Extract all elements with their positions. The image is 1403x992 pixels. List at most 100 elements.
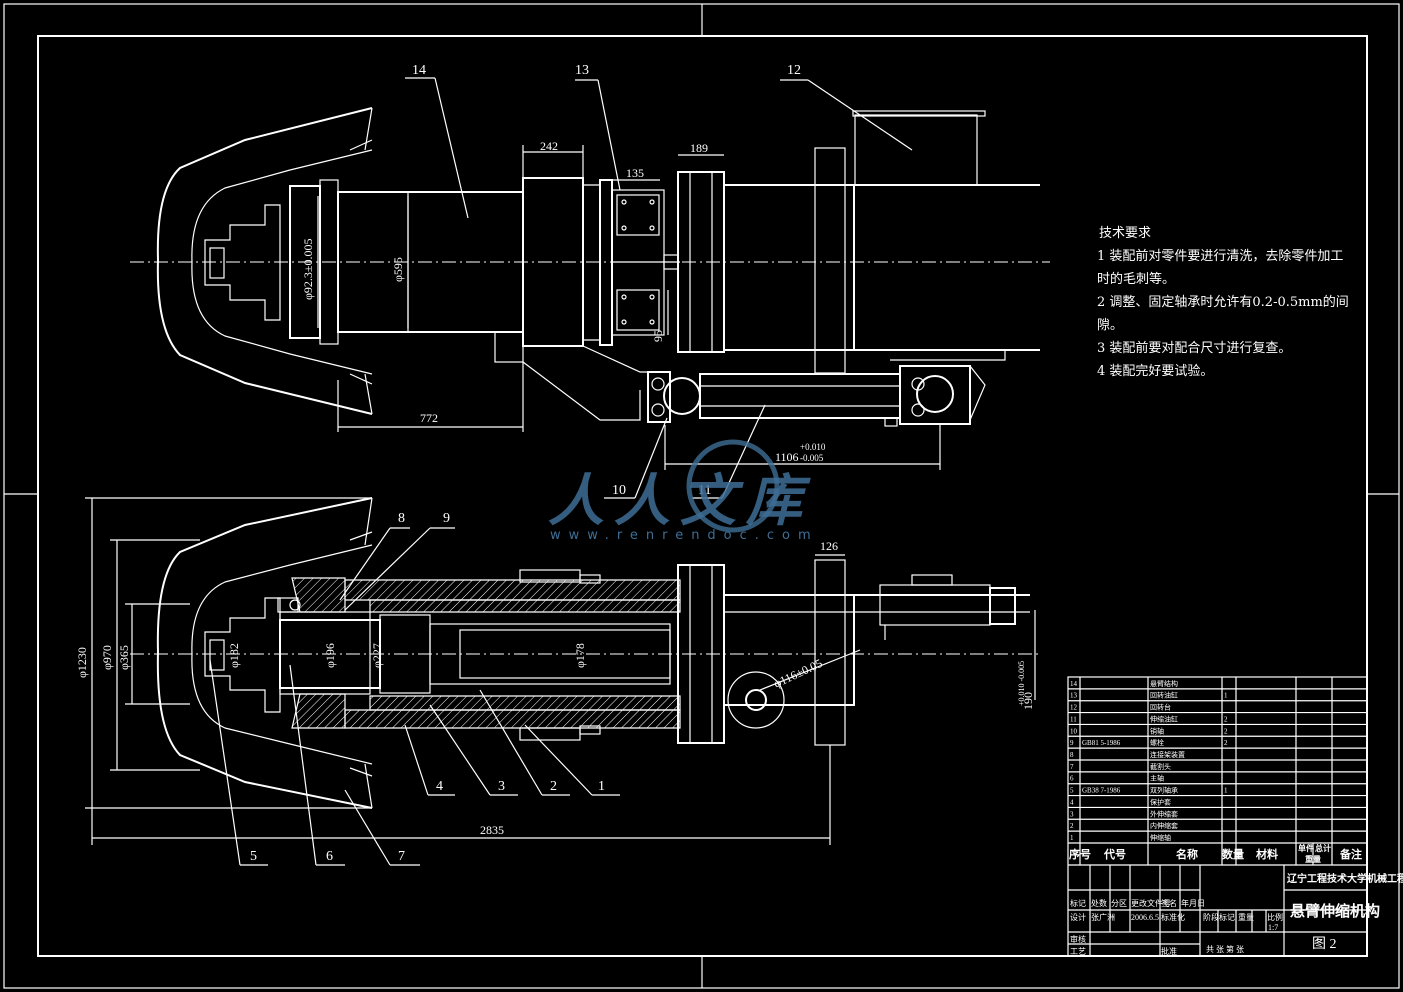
tb-approve: 批准 [1161, 946, 1177, 956]
tb-ratio: 比例 [1267, 912, 1283, 922]
tech-item: 4 装配完好要试验。 [1097, 364, 1214, 379]
bom-cell-no: 12 [1070, 704, 1078, 712]
bom-header-w2: 总计 [1315, 843, 1331, 853]
dim-phi1230: φ1230 [75, 647, 89, 678]
bom-cell-name: 伸缩轴 [1150, 833, 1171, 842]
bom-cell-name: 外伸缩套 [1150, 809, 1178, 818]
dim-190: 190 [1021, 692, 1035, 710]
part-label-1: 1 [598, 779, 605, 794]
bom-cell-no: 5 [1070, 787, 1074, 795]
bom-cell-qty: 1 [1224, 787, 1228, 795]
bom-cell-code: GB38 7-1986 [1082, 787, 1121, 795]
dim-phi116: φ116±0.05 [771, 656, 824, 691]
tb-design: 设计 [1070, 912, 1086, 922]
dim-135: 135 [626, 166, 644, 180]
part-label-5: 5 [250, 849, 257, 864]
part-label-12: 12 [787, 63, 801, 78]
dim-phi227: φ227 [370, 643, 384, 668]
part-label-13: 13 [575, 63, 589, 78]
bom-cell-no: 10 [1070, 727, 1078, 735]
bom-cell-name: 双列轴承 [1150, 786, 1178, 795]
dim-1106-tol-up: +0.010 [800, 442, 826, 452]
part-label-2: 2 [550, 779, 557, 794]
dim-phi595: φ595 [391, 257, 405, 282]
bom-header-w1: 单件 [1298, 843, 1314, 853]
tb-count: 处数 [1091, 898, 1107, 908]
tb-drawing-title: 悬臂伸缩机构 [1290, 902, 1380, 920]
bom-cell-no: 13 [1070, 692, 1078, 700]
tb-designer: 张广洲 [1091, 912, 1115, 922]
tb-date: 年月日 [1181, 898, 1205, 908]
tb-sheets: 共 张 第 张 [1206, 944, 1244, 954]
tb-sign: 签名 [1161, 898, 1177, 908]
part-label-3: 3 [498, 779, 505, 794]
tb-change-doc: 更改文件号 [1131, 898, 1171, 908]
bom-cell-no: 14 [1070, 680, 1078, 688]
bom-cell-name: 内伸缩套 [1150, 821, 1178, 830]
bom-cell-name: 伸缩油缸 [1150, 714, 1178, 723]
bom-cell-name: 销轴 [1150, 726, 1164, 735]
dim-phi196: φ196 [323, 643, 337, 668]
bom-cell-qty: 2 [1224, 715, 1228, 723]
bom-cell-no: 4 [1070, 798, 1074, 806]
bom-header-no: 序号 [1069, 847, 1091, 861]
bom-table [1067, 676, 1368, 957]
tech-item: 隙。 [1097, 318, 1124, 333]
dim-1106: 1106 [775, 450, 799, 464]
tb-school: 辽宁工程技术大学机械工程学院 [1287, 872, 1403, 885]
bom-cell-qty: 2 [1224, 739, 1228, 747]
bom-cell-no: 11 [1070, 715, 1077, 723]
dim-190-tol: +0.010 -0.005 [1017, 661, 1026, 706]
bom-cell-name: 悬臂结构 [1150, 679, 1178, 688]
bom-cell-no: 1 [1070, 834, 1074, 842]
part-label-10: 10 [612, 483, 626, 498]
part-label-7: 7 [398, 849, 405, 864]
tech-title: 技术要求 [1099, 226, 1152, 241]
bom-cell-name: 回转台 [1150, 703, 1171, 712]
dim-1106-tol-dn: -0.005 [800, 453, 824, 463]
bom-cell-name: 主轴 [1150, 774, 1164, 783]
dim-phi365: φ365 [117, 645, 131, 670]
tb-zone: 分区 [1111, 899, 1127, 908]
bom-cell-name: 保护套 [1150, 797, 1171, 806]
bom-cell-qty: 2 [1224, 727, 1228, 735]
dim-phi923: φ92.3±0.005 [301, 238, 315, 300]
bom-cell-no: 2 [1070, 822, 1074, 830]
tech-item: 1 装配前对零件要进行清洗，去除零件加工 [1097, 249, 1344, 264]
bom-header-code: 代号 [1103, 847, 1126, 861]
tech-item: 2 调整、固定轴承时允许有0.2-0.5mm的间 [1097, 295, 1349, 310]
tech-item: 时的毛刺等。 [1097, 272, 1176, 287]
dim-242: 242 [540, 139, 558, 153]
part-label-8: 8 [398, 511, 405, 526]
bom-header-mat: 材料 [1256, 847, 1278, 861]
tb-scale: 1:7 [1268, 923, 1278, 932]
bom-cell-no: 3 [1070, 810, 1074, 818]
center-marks [4, 4, 1399, 988]
tb-design-date: 2006.6.5 [1131, 913, 1159, 922]
bom-cell-no: 7 [1070, 763, 1074, 771]
part-label-11: 11 [698, 483, 711, 498]
bom-cell-qty: 1 [1224, 692, 1228, 700]
dim-phi182: φ182 [227, 643, 241, 668]
bom-header-name: 名称 [1176, 847, 1198, 861]
dim-phi178: φ178 [573, 643, 587, 668]
dim-126: 126 [820, 539, 838, 553]
dim-189: 189 [690, 141, 708, 155]
tb-drawing-no: 图 2 [1312, 937, 1337, 952]
dim-phi970: φ970 [100, 645, 114, 670]
bom-cell-name: 螺栓 [1150, 738, 1164, 747]
bom-cell-no: 6 [1070, 775, 1074, 783]
tb-stage: 阶段标记 [1203, 912, 1235, 922]
tb-marks: 标记 [1070, 898, 1086, 908]
part-label-4: 4 [436, 779, 443, 794]
bom-cell-name: 截割头 [1150, 762, 1171, 771]
bom-cell-name: 连接架装置 [1150, 750, 1185, 759]
part-label-9: 9 [443, 511, 450, 526]
tech-item: 3 装配前要对配合尺寸进行复查。 [1097, 341, 1292, 356]
bom-header-qty: 数量 [1222, 847, 1244, 861]
dim-95: 95 [651, 330, 665, 342]
bom-cell-name: 回转油缸 [1150, 691, 1178, 700]
dim-2835: 2835 [480, 823, 504, 837]
